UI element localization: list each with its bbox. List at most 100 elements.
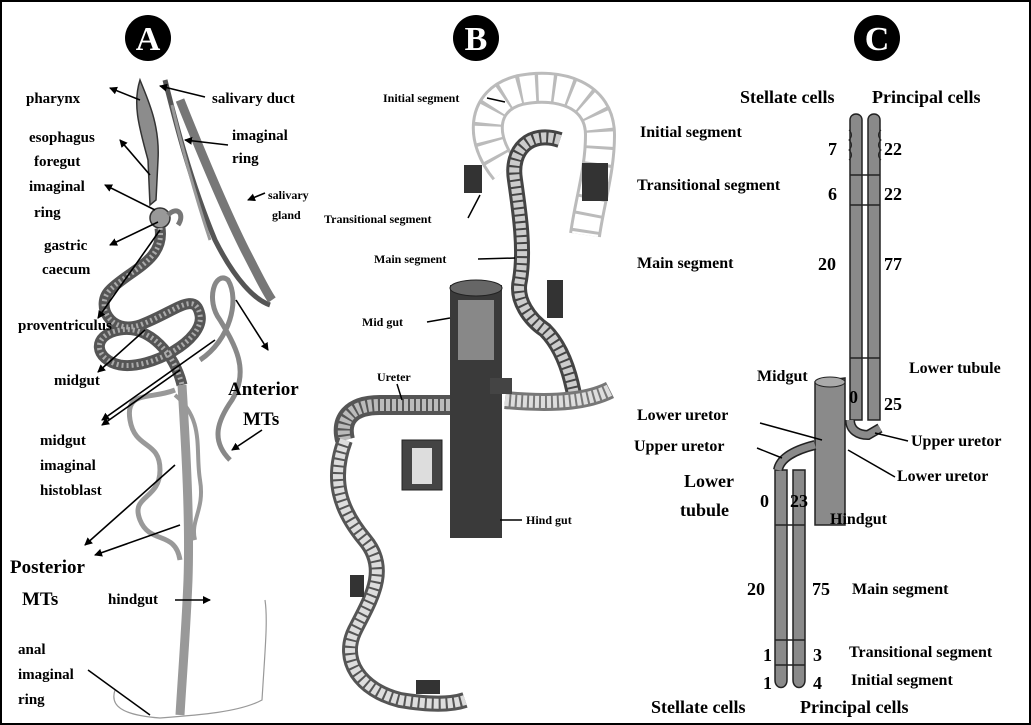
arrow-salivary-gland [248,193,265,200]
main-segment-block [547,280,563,318]
label-mid-gut: Mid gut [362,315,403,329]
panel-a: A pharynx salivary duct esophagus foregu… [10,15,309,718]
label-ureter: Ureter [377,370,411,384]
label-posterior-mts: MTs [22,589,58,610]
count-upper-principal-initial: 22 [884,139,902,159]
line-anal-ring [88,670,150,715]
label-c-initial: Initial segment [640,124,742,141]
lower-stellate-tubule [775,470,787,688]
pharynx-shape [137,80,159,205]
label-main-segment: Main segment [374,252,446,266]
label-foregut: foregut [34,154,80,170]
label-stellate-bottom: Stellate cells [651,697,745,717]
label-midgut-2: midgut [40,433,86,449]
count-upper-principal-lower: 25 [884,394,902,414]
count-lower-principal-main: 75 [812,579,830,599]
label-pharynx: pharynx [26,91,81,107]
arrow-midgut-histoblast-2 [102,340,215,420]
label-c-tubule: tubule [680,500,729,520]
central-gut-top [450,280,502,296]
central-gut-lumen [458,300,494,360]
arrow-gastric [110,222,158,245]
label-c-initial-b: Initial segment [851,672,953,689]
panel-c-letter: C [865,21,890,58]
count-upper-stellate-trans: 6 [828,184,837,204]
label-stellate-top: Stellate cells [740,87,834,107]
arrow-imaginal-ring [185,140,228,145]
count-upper-stellate-lower: 0 [849,387,858,407]
transitional-block-right [582,163,608,201]
upper-principal-tubule [868,114,880,420]
label-c-transitional: Transitional segment [637,177,781,194]
label-hindgut: hindgut [108,592,158,608]
line-lower-uretor-1 [760,423,822,440]
panel-a-letter: A [136,21,161,58]
label-c-upper-uretor-1: Upper uretor [634,438,725,455]
label-imaginal-right: imaginal [232,128,288,144]
arrow-posterior-1 [85,465,175,545]
arrow-midgut-histoblast [102,370,180,425]
count-lower-stellate-main: 20 [747,579,765,599]
gut-cross-section-lumen [412,448,432,484]
midgut-hindgut-tube [815,378,845,525]
line-upper-uretor-2 [875,433,908,441]
line-main [478,258,515,259]
lower-tubule-block-2 [416,680,440,694]
panel-b-letter: B [465,21,488,58]
count-lower-stellate-lower: 0 [760,491,769,511]
label-c-main: Main segment [637,255,734,272]
count-upper-stellate-initial: 7 [828,139,837,159]
midgut-top [815,377,845,387]
line-upper-uretor-1 [757,448,782,458]
label-c-hindgut: Hindgut [830,511,888,528]
count-lower-principal-initial: 4 [813,673,822,693]
label-c-upper-uretor-2: Upper uretor [911,433,1002,450]
upper-stellate-tubule [850,114,862,420]
label-salivary: salivary [268,188,309,202]
count-upper-principal-main: 77 [884,254,902,274]
label-imaginal-3: imaginal [18,667,74,683]
label-hind-gut: Hind gut [526,513,572,527]
lower-tubule-cells [338,440,465,704]
label-c-midgut: Midgut [757,368,808,385]
label-c-lower-uretor-2: Lower uretor [897,468,988,485]
arrow-proventriculus [98,230,160,318]
label-gland: gland [272,208,301,222]
label-anterior-mts: MTs [243,409,279,430]
label-principal-bottom: Principal cells [800,697,908,717]
label-ring: ring [34,205,61,221]
count-upper-stellate-main: 20 [818,254,836,274]
label-anal: anal [18,642,46,658]
label-imaginal-2: imaginal [40,458,96,474]
count-lower-stellate-trans: 1 [763,645,772,665]
label-c-lower: Lower [684,471,734,491]
count-lower-stellate-initial: 1 [763,673,772,693]
count-lower-principal-lower: 23 [790,491,808,511]
label-ring-right: ring [232,151,259,167]
label-proventriculus: proventriculus [18,318,112,334]
label-transitional-segment: Transitional segment [324,212,431,226]
line-midgut [427,318,450,322]
label-imaginal: imaginal [29,179,85,195]
count-lower-principal-trans: 3 [813,645,822,665]
label-c-lower-uretor-1: Lower uretor [637,407,728,424]
label-histoblast: histoblast [40,483,102,499]
line-lower-uretor-2 [848,450,895,477]
label-c-lower-tubule-right: Lower tubule [909,360,1001,377]
lower-tubule-block [350,575,364,597]
line-transitional [468,195,480,218]
panel-c: C Stellate cells Principal cells Initial… [634,15,1002,717]
count-upper-principal-trans: 22 [884,184,902,204]
label-principal-top: Principal cells [872,87,980,107]
label-gastric: gastric [44,238,88,254]
small-block [490,378,512,394]
label-initial-segment: Initial segment [383,91,459,105]
label-midgut: midgut [54,373,100,389]
arrow-anterior-2 [232,430,262,450]
label-c-main-b: Main segment [852,581,949,598]
label-esophagus: esophagus [29,130,95,146]
arrow-pharynx [110,88,140,100]
hindgut-shape [180,385,189,715]
label-c-transitional-b: Transitional segment [849,644,993,661]
anterior-mts-shape [200,278,240,460]
